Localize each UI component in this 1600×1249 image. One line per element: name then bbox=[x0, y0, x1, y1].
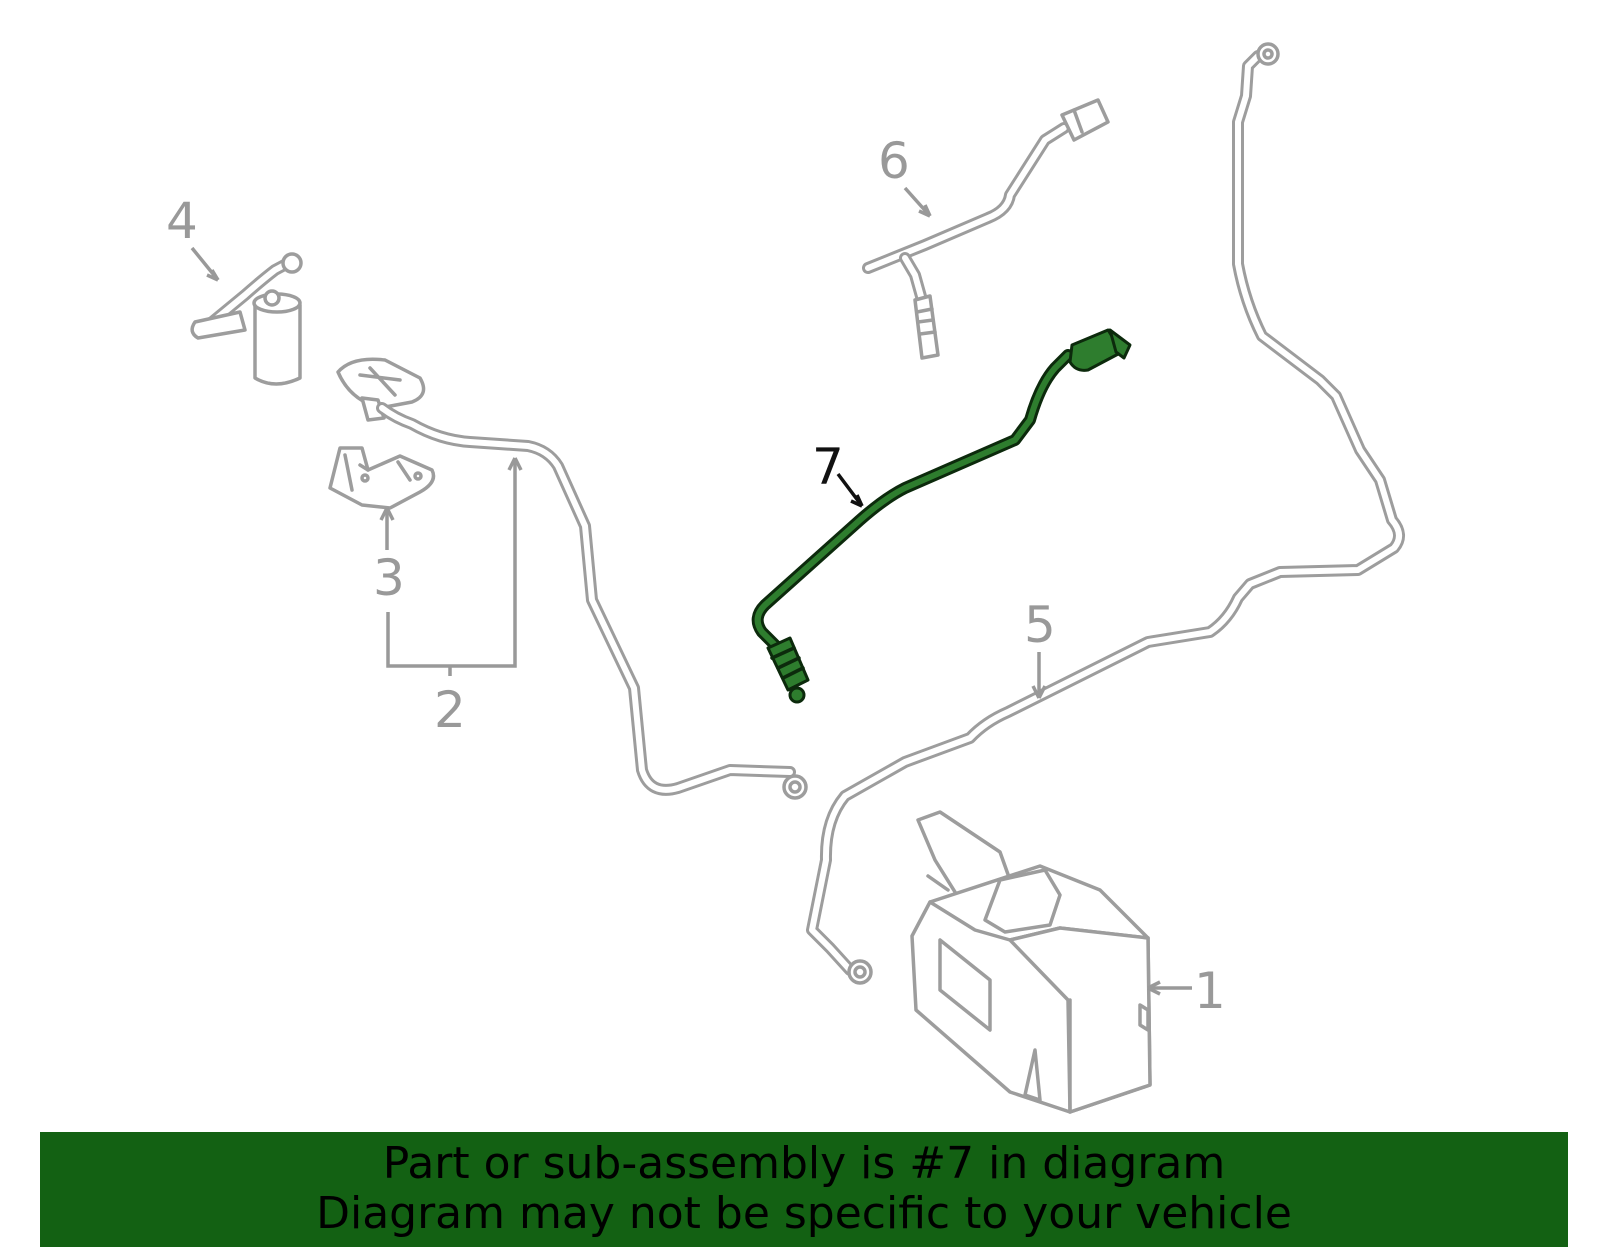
banner-line-disclaimer: Diagram may not be specific to your vehi… bbox=[316, 1188, 1292, 1239]
callout-7: 7 bbox=[812, 438, 844, 496]
part-3-bracket[interactable] bbox=[328, 446, 436, 510]
callout-2: 2 bbox=[434, 681, 466, 739]
leader-lines bbox=[190, 186, 1192, 996]
callout-5: 5 bbox=[1024, 596, 1056, 654]
callout-6: 6 bbox=[878, 132, 910, 190]
part-7-oxygen-sensor[interactable] bbox=[751, 328, 1132, 704]
banner-line-part: Part or sub-assembly is #7 in diagram bbox=[382, 1138, 1226, 1189]
callout-4: 4 bbox=[166, 192, 198, 250]
part-2-filler-hose[interactable] bbox=[336, 357, 808, 800]
part-6-oxygen-sensor[interactable] bbox=[862, 98, 1110, 360]
info-banner: Part or sub-assembly is #7 in diagram Di… bbox=[40, 1132, 1568, 1247]
part-1-charcoal-canister[interactable] bbox=[910, 810, 1152, 1114]
callout-1: 1 bbox=[1194, 962, 1226, 1020]
callout-3: 3 bbox=[373, 549, 405, 607]
part-5-vent-line[interactable] bbox=[806, 42, 1405, 985]
part-4-canister-filter[interactable] bbox=[190, 252, 303, 386]
